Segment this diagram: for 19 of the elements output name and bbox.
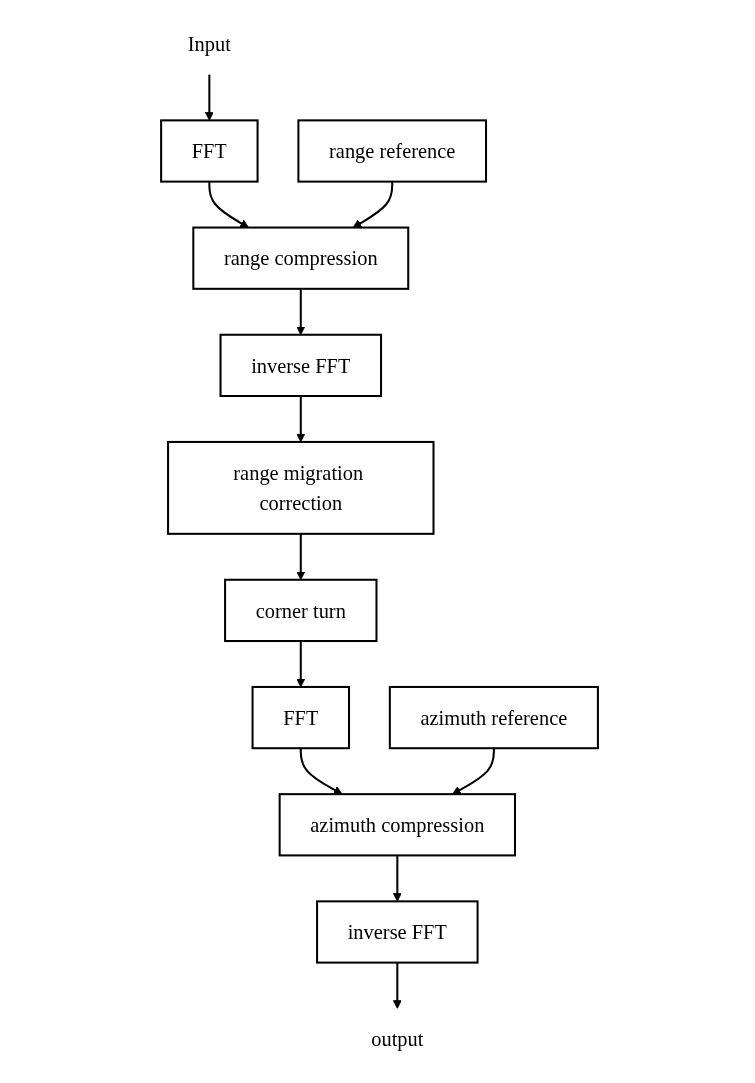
node-box: range compression [192, 226, 410, 290]
node-box: range migration correction [167, 440, 435, 535]
node-box: inverse FFT [316, 900, 479, 964]
arrow [204, 74, 214, 121]
arrow [392, 962, 402, 1009]
node-box: azimuth reference [388, 685, 599, 750]
arrow [208, 181, 249, 228]
node-box: corner turn [224, 578, 378, 643]
arrow [392, 855, 402, 902]
arrow [452, 748, 495, 795]
node-box: azimuth compression [278, 793, 516, 857]
node-text: output [371, 1027, 424, 1051]
arrow [352, 181, 394, 228]
node-box: inverse FFT [219, 333, 382, 398]
node-text: Input [187, 32, 231, 56]
node-box: range reference [297, 119, 487, 183]
arrow [299, 748, 343, 795]
node-box: FFT [160, 119, 259, 183]
node-box: FFT [251, 685, 350, 750]
